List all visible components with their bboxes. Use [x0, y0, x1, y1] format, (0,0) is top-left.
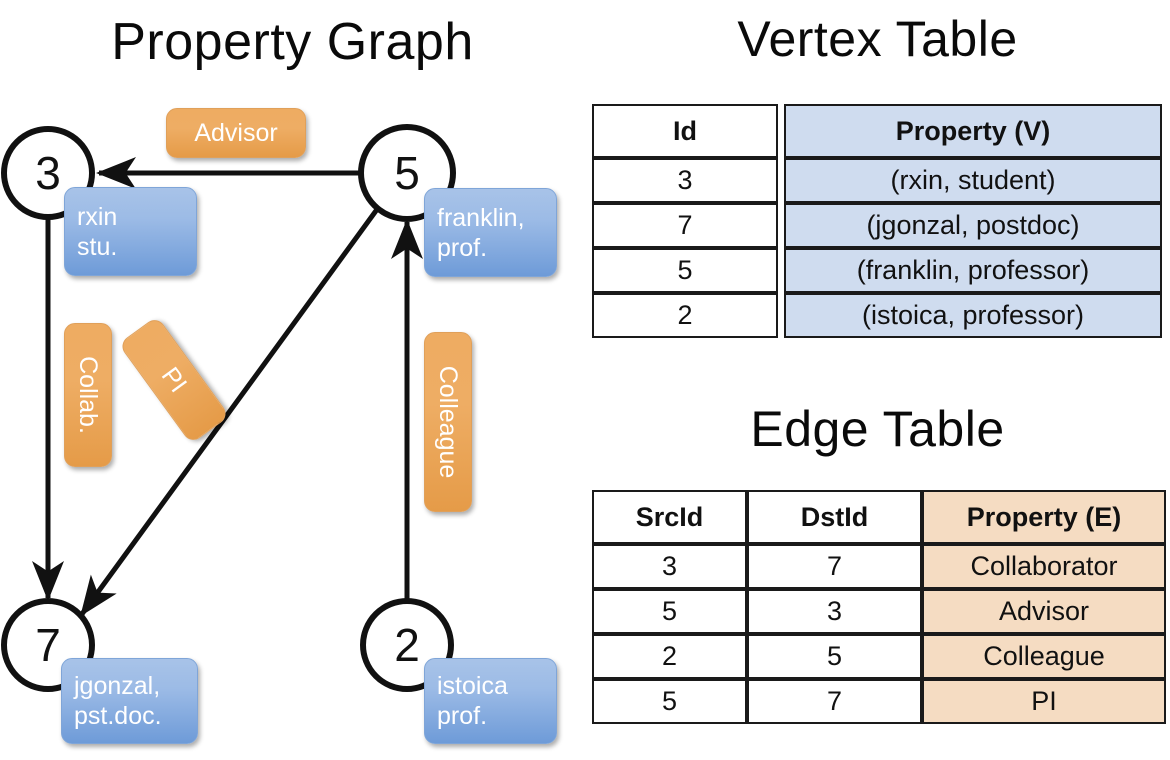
- edge-row-1-dst: 3: [747, 589, 922, 634]
- edge-row-3-src: 5: [592, 679, 747, 724]
- edge-chip-advisor-label: Advisor: [194, 119, 278, 147]
- vertex-chip-franklin[interactable]: franklin, prof.: [424, 188, 557, 277]
- vertex-chip-franklin-label: franklin, prof.: [437, 203, 525, 262]
- table-row[interactable]: 5 7 PI: [592, 679, 1166, 724]
- table-row[interactable]: 5 3 Advisor: [592, 589, 1166, 634]
- table-row[interactable]: 2 (istoica, professor): [592, 293, 1162, 338]
- edge-row-0-dst: 7: [747, 544, 922, 589]
- edge-table: SrcId DstId Property (E) 3 7 Collaborato…: [592, 490, 1166, 724]
- vertex-row-3-id: 2: [592, 293, 778, 338]
- vertex-table: Id Property (V) 3 (rxin, student) 7 (jgo…: [592, 104, 1162, 338]
- vertex-chip-rxin-label: rxin stu.: [77, 202, 118, 261]
- edge-chip-colleague[interactable]: Colleague: [424, 332, 472, 512]
- edge-5-to-7: [79, 206, 381, 617]
- vertex-row-2-id: 5: [592, 248, 778, 293]
- edge-row-2-property: Colleague: [922, 634, 1166, 679]
- vertex-chip-rxin[interactable]: rxin stu.: [64, 187, 197, 276]
- edge-chip-colleague-label: Colleague: [434, 365, 462, 479]
- page-title-property-graph: Property Graph: [111, 13, 474, 71]
- vertex-row-1-id: 7: [592, 203, 778, 248]
- vertex-row-0-id: 3: [592, 158, 778, 203]
- edge-row-2-dst: 5: [747, 634, 922, 679]
- edge-table-header-row: SrcId DstId Property (E): [592, 490, 1166, 544]
- page-title-vertex-table: Vertex Table: [737, 11, 1018, 67]
- property-graph-diagram: 3 5 7 2 Advisor rxin stu. franklin, prof…: [1, 108, 557, 744]
- edge-chip-collab[interactable]: Collab.: [64, 323, 112, 467]
- page-title-edge-table: Edge Table: [750, 401, 1005, 457]
- table-row[interactable]: 5 (franklin, professor): [592, 248, 1162, 293]
- edge-row-3-property: PI: [922, 679, 1166, 724]
- vertex-row-2-gap: [778, 248, 784, 293]
- vertex-chip-istoica-label: istoica prof.: [437, 672, 508, 730]
- edge-table-col-dstid: DstId: [747, 490, 922, 544]
- vertex-chip-jgonzal[interactable]: jgonzal, pst.doc.: [61, 658, 198, 744]
- vertex-table-column-gap: [778, 104, 784, 158]
- vertex-table-col-id: Id: [592, 104, 778, 158]
- edge-chip-collab-label: Collab.: [74, 356, 102, 434]
- vertex-row-3-property: (istoica, professor): [784, 293, 1162, 338]
- edge-chip-pi-label: PI: [155, 362, 193, 398]
- vertex-row-1-property: (jgonzal, postdoc): [784, 203, 1162, 248]
- vertex-row-1-gap: [778, 203, 784, 248]
- table-row[interactable]: 3 7 Collaborator: [592, 544, 1166, 589]
- vertex-row-2-property: (franklin, professor): [784, 248, 1162, 293]
- table-row[interactable]: 3 (rxin, student): [592, 158, 1162, 203]
- edge-row-0-src: 3: [592, 544, 747, 589]
- vertex-table-header-row: Id Property (V): [592, 104, 1162, 158]
- edge-row-1-src: 5: [592, 589, 747, 634]
- edge-row-3-dst: 7: [747, 679, 922, 724]
- vertex-table-col-property: Property (V): [784, 104, 1162, 158]
- edge-row-1-property: Advisor: [922, 589, 1166, 634]
- edge-table-col-property: Property (E): [922, 490, 1166, 544]
- table-row[interactable]: 7 (jgonzal, postdoc): [592, 203, 1162, 248]
- edge-table-col-srcid: SrcId: [592, 490, 747, 544]
- vertex-row-3-gap: [778, 293, 784, 338]
- vertex-chip-istoica[interactable]: istoica prof.: [424, 658, 557, 744]
- vertex-row-0-property: (rxin, student): [784, 158, 1162, 203]
- vertex-row-0-gap: [778, 158, 784, 203]
- edge-row-2-src: 2: [592, 634, 747, 679]
- table-row[interactable]: 2 5 Colleague: [592, 634, 1166, 679]
- vertex-chip-jgonzal-label: jgonzal, pst.doc.: [74, 672, 162, 730]
- edge-chip-advisor[interactable]: Advisor: [166, 108, 306, 158]
- edge-row-0-property: Collaborator: [922, 544, 1166, 589]
